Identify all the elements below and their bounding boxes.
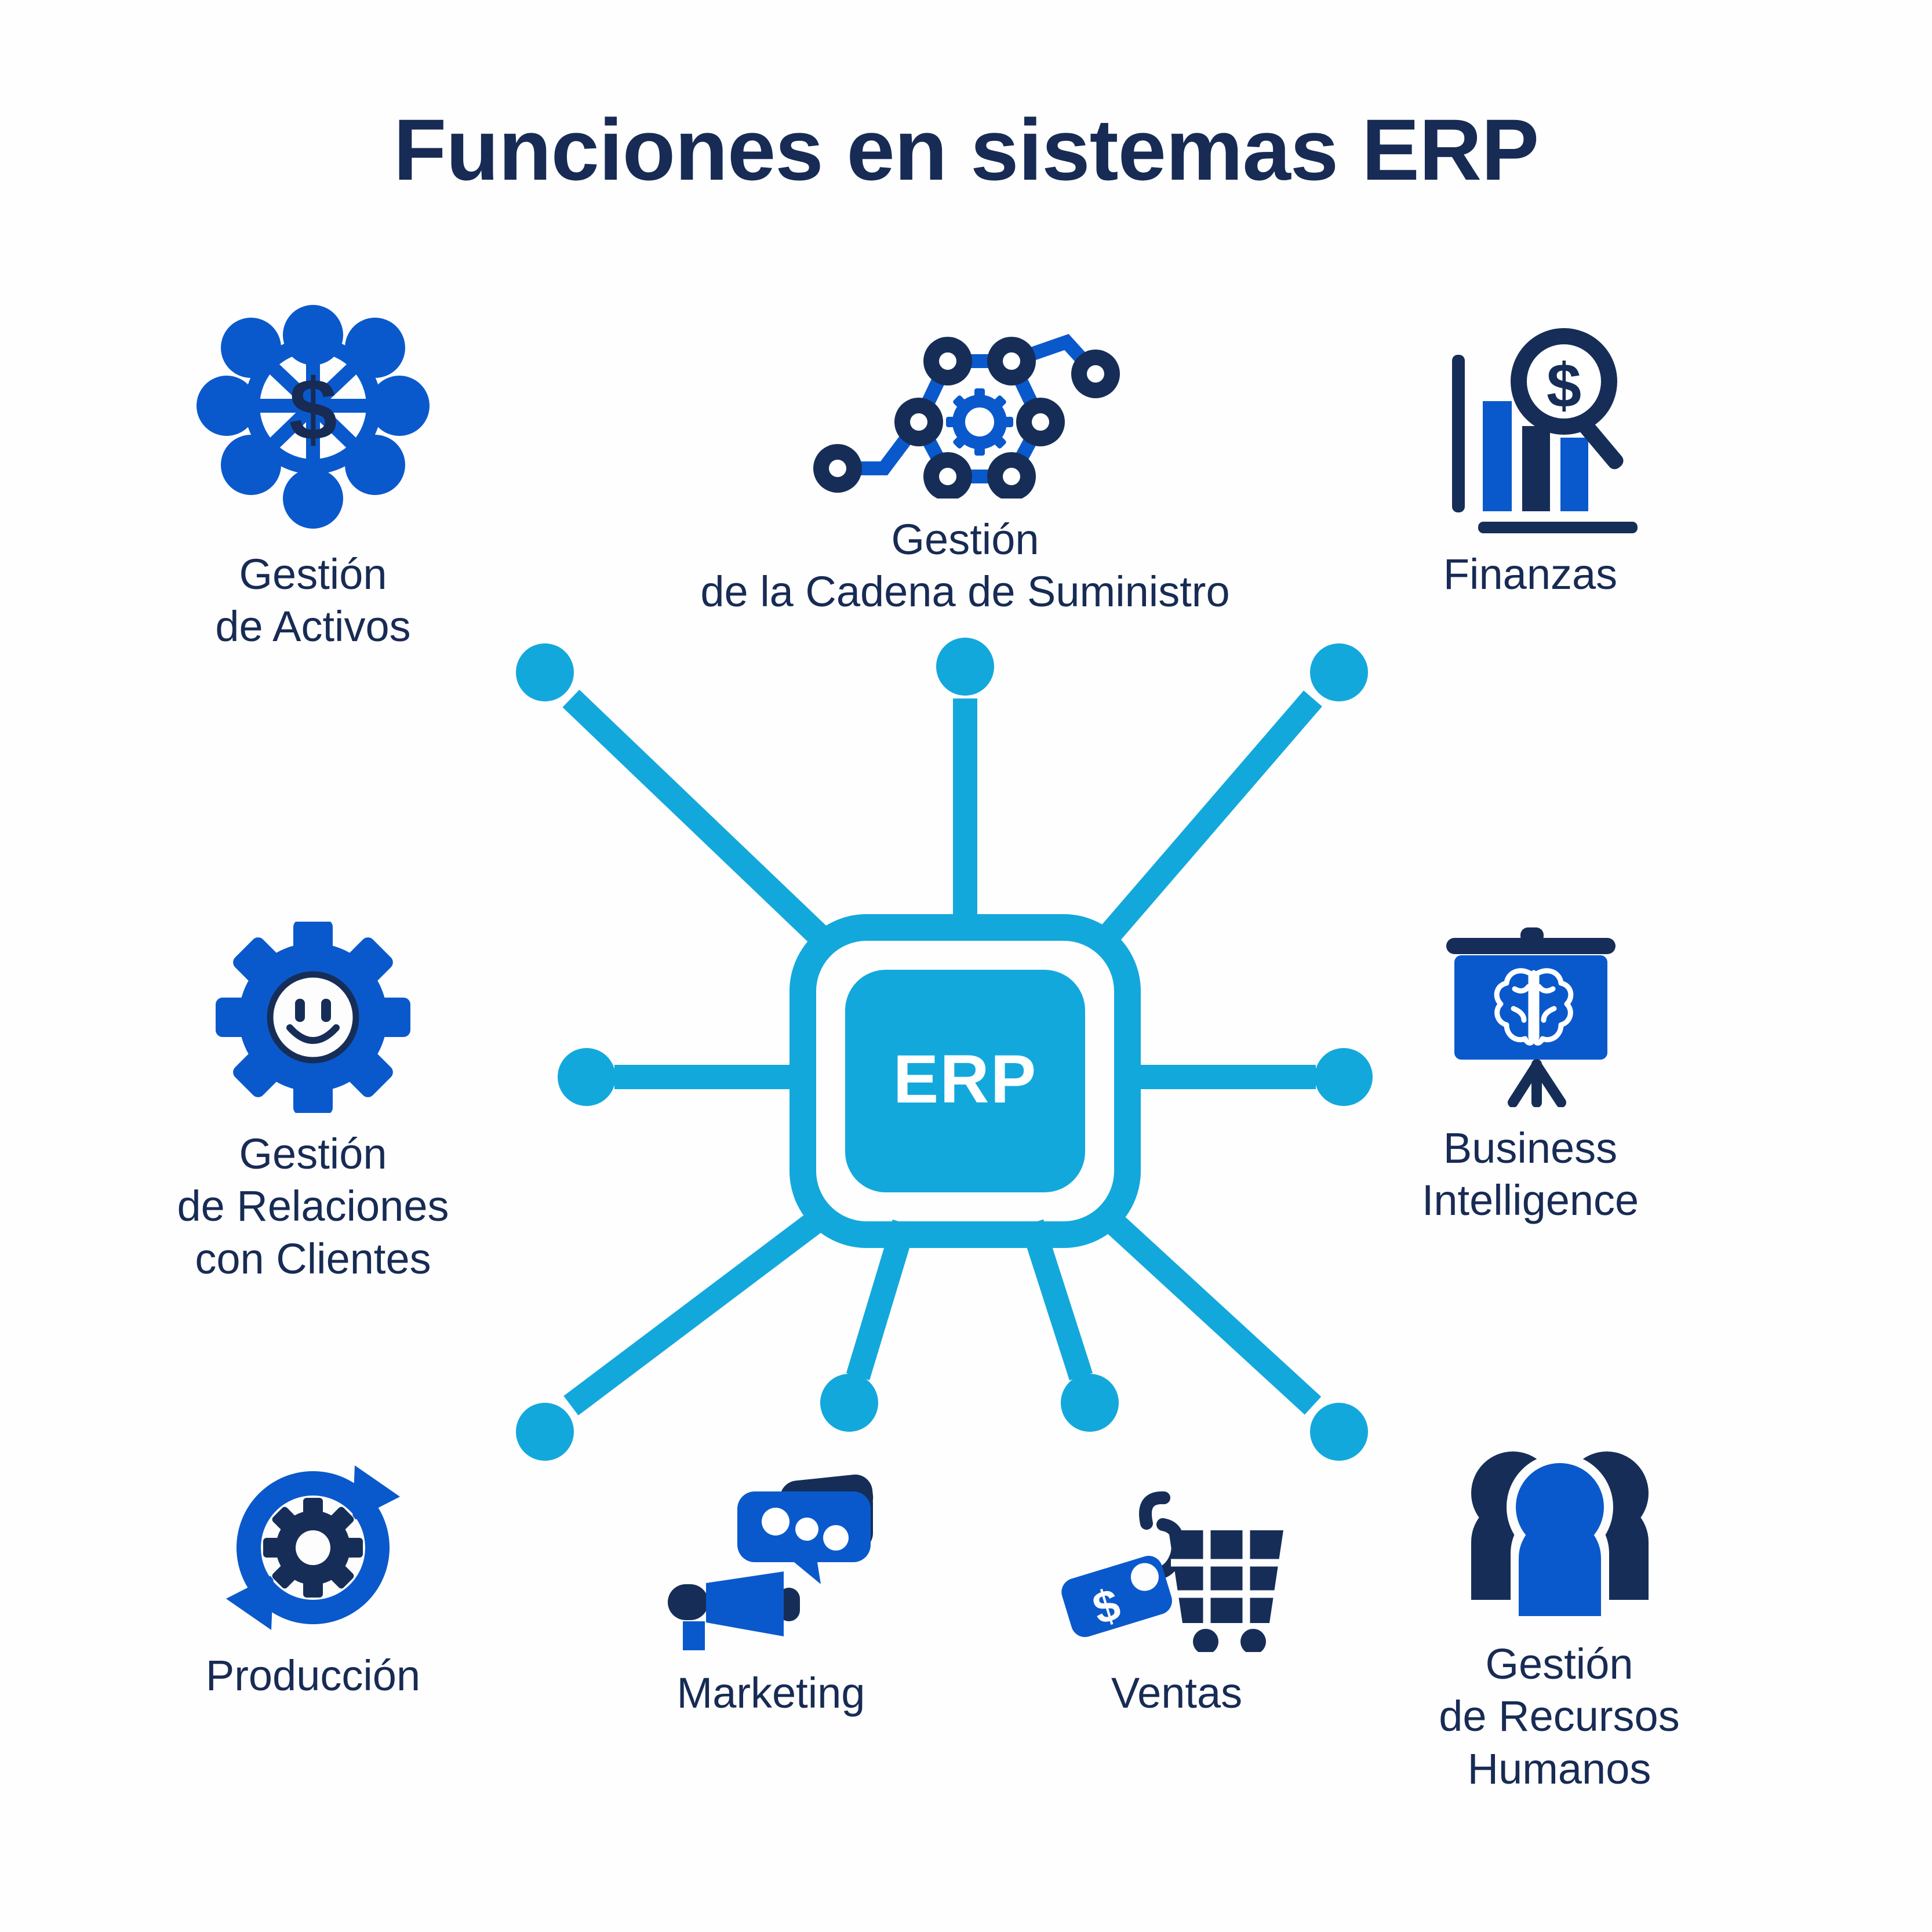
node-finance[interactable]: $ Finanzas <box>1327 301 1733 601</box>
brain-icon <box>1494 968 1574 1046</box>
gear-icon <box>263 1498 363 1598</box>
node-assets[interactable]: $ Gestión de Activos <box>58 301 568 653</box>
circular-arrows <box>226 1465 400 1630</box>
icon-wrap-finance: $ <box>1327 301 1733 533</box>
magnifier-icon: $ <box>1511 328 1624 470</box>
people-group-icon <box>1471 1451 1649 1616</box>
node-label-marketing: Marketing <box>676 1669 865 1717</box>
node-human-resources[interactable]: Gestión de Recursos Humanos <box>1368 1414 1751 1795</box>
dot-hr <box>1310 1403 1368 1461</box>
node-label-production: Producción <box>205 1651 421 1700</box>
presentation-brain-icon <box>1446 927 1616 1107</box>
svg-text:$: $ <box>289 361 337 458</box>
spoke-sales <box>1020 1219 1093 1381</box>
asset-network-dollar-icon: $ <box>197 305 430 529</box>
gear-icon <box>946 388 1013 456</box>
dot-supply <box>936 638 994 696</box>
spoke-dots <box>516 638 1373 1461</box>
dot-assets <box>516 643 574 701</box>
supply-chain-network-gear-icon <box>813 334 1120 499</box>
node-label-crm: Gestión de Relaciones con Clientes <box>177 1130 449 1283</box>
node-label-sales: Ventas <box>1111 1669 1243 1717</box>
erp-center-chip[interactable] <box>789 914 1141 1248</box>
page-title: Funciones en sistemas ERP <box>393 101 1540 198</box>
icon-wrap-sales: $ <box>997 1455 1356 1652</box>
dot-crm <box>558 1048 616 1106</box>
gear-smiley-icon <box>216 922 410 1113</box>
icon-wrap-crm <box>58 916 568 1113</box>
node-label-human-resources: Gestión de Recursos Humanos <box>1439 1640 1680 1793</box>
spoke-hr <box>1093 1202 1322 1415</box>
bar-chart-magnifier-dollar-icon: $ <box>1452 328 1638 533</box>
dot-bi <box>1315 1048 1373 1106</box>
spoke-assets <box>562 689 843 960</box>
dot-sales <box>1061 1374 1119 1432</box>
erp-inner-block <box>845 970 1085 1192</box>
node-label-finance: Finanzas <box>1443 550 1618 598</box>
icon-wrap-hr <box>1368 1414 1751 1623</box>
node-label-assets: Gestión de Activos <box>215 550 411 651</box>
icon-wrap-production <box>104 1449 522 1635</box>
spoke-lines <box>562 689 1322 1416</box>
price-tag-icon: $ <box>1061 1556 1172 1638</box>
node-crm[interactable]: Gestión de Relaciones con Clientes <box>58 916 568 1285</box>
node-production[interactable]: Producción <box>104 1449 522 1702</box>
icon-wrap-assets: $ <box>58 301 568 533</box>
spoke-production <box>563 1202 836 1416</box>
node-sales[interactable]: $ Ventas <box>997 1455 1356 1719</box>
dot-finance <box>1310 643 1368 701</box>
icon-wrap-marketing <box>580 1449 962 1652</box>
icon-wrap-supply <box>655 313 1275 499</box>
node-label-business-intelligence: Business Intelligence <box>1421 1124 1639 1225</box>
svg-text:$: $ <box>1547 350 1581 420</box>
node-business-intelligence[interactable]: Business Intelligence <box>1322 904 1739 1227</box>
node-marketing[interactable]: Marketing <box>580 1449 962 1719</box>
icon-wrap-bi <box>1322 904 1739 1107</box>
cart-icon <box>1139 1491 1283 1652</box>
spoke-marketing <box>846 1219 916 1381</box>
node-supply-chain[interactable]: Gestión de la Cadena de Suministro <box>655 313 1275 618</box>
megaphone-chat-icon <box>668 1474 874 1650</box>
dot-marketing <box>820 1374 878 1432</box>
spoke-finance <box>1086 690 1322 959</box>
refresh-gear-icon <box>226 1465 400 1630</box>
erp-center-label: ERP <box>893 1041 1038 1118</box>
dot-production <box>516 1403 574 1461</box>
erp-outer-ring <box>789 914 1141 1248</box>
node-label-supply-chain: Gestión de la Cadena de Suministro <box>700 515 1230 616</box>
shopping-cart-price-tag-icon: $ <box>1061 1491 1283 1652</box>
